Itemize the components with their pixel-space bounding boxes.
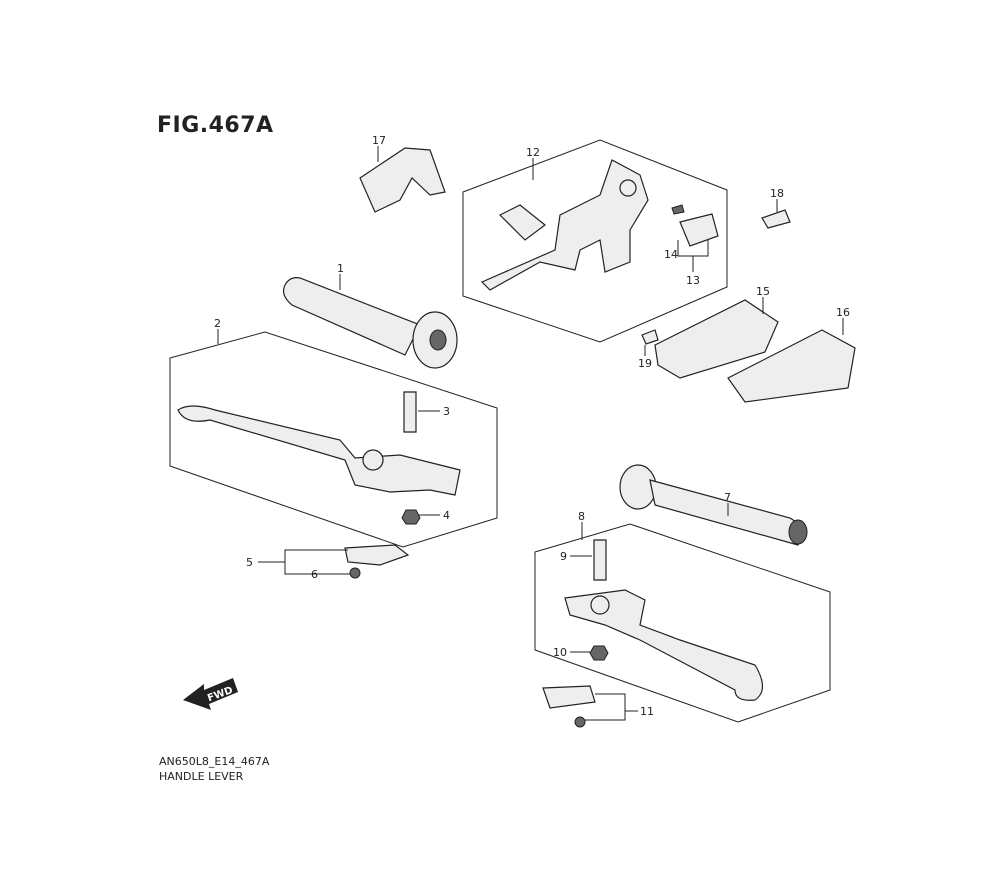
diagram-code: AN650L8_E14_467A [159, 755, 270, 768]
callout-7: 7 [724, 491, 731, 504]
part-13-switch [679, 213, 719, 247]
part-16-cover [727, 329, 856, 403]
callout-1: 1 [337, 262, 344, 275]
callout-10: 10 [553, 646, 567, 659]
callout-4: 4 [443, 509, 450, 522]
callout-14: 14 [664, 248, 678, 261]
part-15-cover [654, 299, 779, 379]
part-10-nut [589, 645, 609, 661]
part-7-handle-grip [619, 464, 808, 546]
callout-9: 9 [560, 550, 567, 563]
part-8-clutch-lever [564, 589, 764, 701]
callout-11: 11 [640, 705, 654, 718]
callout-13: 13 [686, 274, 700, 287]
part-18-screw [761, 209, 791, 229]
callout-12: 12 [526, 146, 540, 159]
part-19-screw [641, 329, 659, 345]
callout-3: 3 [443, 405, 450, 418]
group-box-2 [169, 331, 498, 548]
callout-16: 16 [836, 306, 850, 319]
callout-18: 18 [770, 187, 784, 200]
part-1-throttle-grip [282, 277, 458, 369]
part-5-switch [344, 544, 410, 566]
group-box-12 [462, 139, 728, 343]
part-14-screw [671, 204, 685, 215]
callout-17: 17 [372, 134, 386, 147]
part-6-screw [349, 567, 361, 579]
part-3-bolt [403, 391, 417, 433]
part-11-screw [574, 716, 586, 728]
callout-19: 19 [638, 357, 652, 370]
part-4-nut [401, 509, 421, 525]
callout-6: 6 [311, 568, 318, 581]
part-12-switch-bracket [480, 159, 649, 291]
part-17-cover [359, 147, 446, 213]
part-11-switch [542, 685, 596, 709]
part-9-bolt [593, 539, 607, 581]
part-2-brake-lever [177, 405, 461, 496]
leader-lines [217, 146, 844, 721]
figure-title: FIG.467A [157, 113, 274, 138]
callout-15: 15 [756, 285, 770, 298]
diagram-caption: AN650L8_E14_467A HANDLE LEVER [159, 754, 269, 784]
diagram-name: HANDLE LEVER [159, 770, 244, 783]
callout-2: 2 [214, 317, 221, 330]
callout-8: 8 [578, 510, 585, 523]
group-box-8 [534, 523, 831, 723]
callout-5: 5 [246, 556, 253, 569]
fwd-arrow-icon: FWD [183, 678, 238, 710]
